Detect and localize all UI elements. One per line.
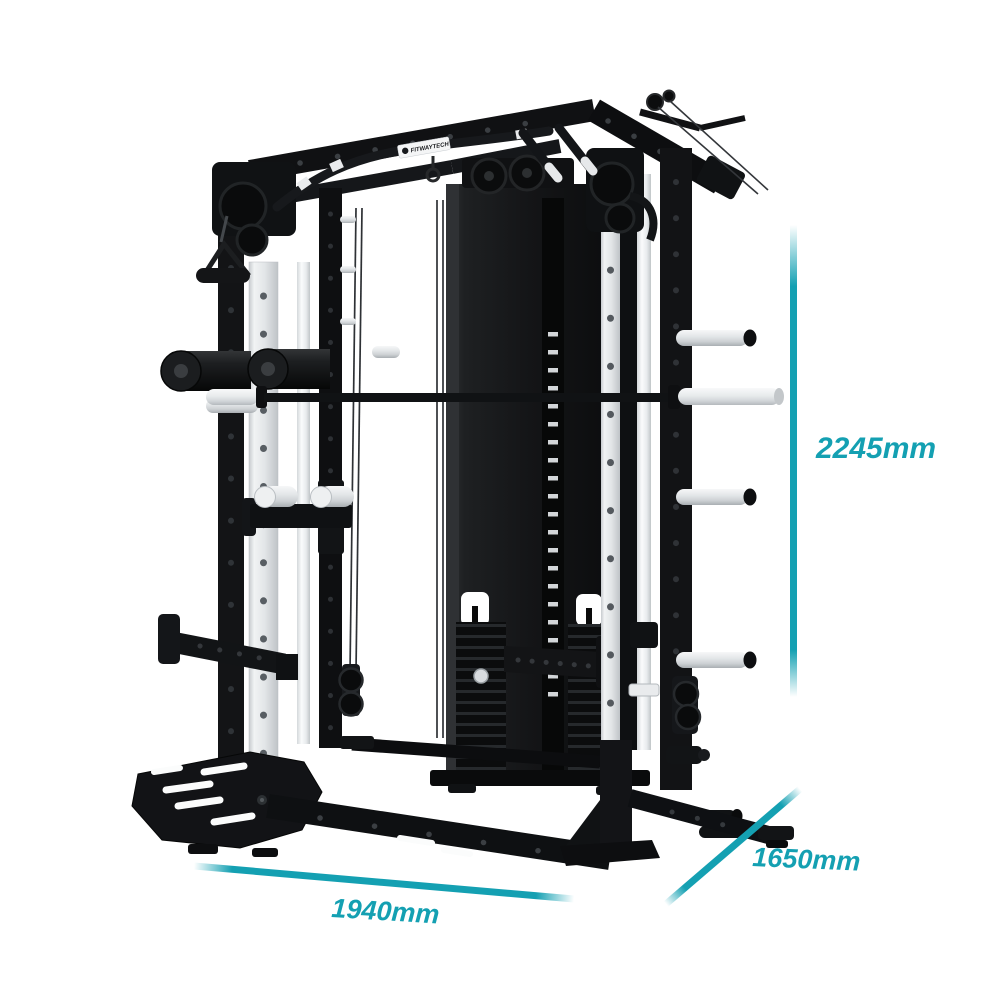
carabiner-ring — [425, 156, 441, 183]
adjustment-pin — [340, 216, 356, 223]
neutral-grip-handles — [518, 123, 598, 183]
depth-dimension-label: 1650mm — [752, 842, 861, 877]
right-top-pulley-assembly — [586, 148, 658, 242]
height-dimension-line — [790, 225, 797, 697]
beam-bolts — [297, 118, 543, 166]
smith-barbell — [206, 385, 784, 409]
trolley-pulleys — [470, 154, 546, 195]
machine-illustration: FITWAYTECH — [131, 89, 794, 870]
carabiner — [219, 215, 229, 243]
smith-rail-right — [637, 174, 651, 750]
adjustment-ladder — [542, 198, 564, 774]
roller-arm-attachment — [242, 480, 354, 554]
top-right-pulley-arm — [639, 89, 769, 195]
inner-peg — [372, 346, 400, 358]
spotter-arm — [158, 614, 298, 680]
left-upright — [158, 162, 400, 769]
left-pulley-stack — [338, 664, 364, 717]
top-frame — [248, 89, 769, 207]
brand-logo: FITWAYTECH — [397, 136, 451, 159]
plate-storage-pegs-right — [676, 329, 757, 669]
smith-rail-left — [297, 262, 310, 744]
height-dimension-label: 2245mm — [815, 432, 936, 465]
pullup-bar: FITWAYTECH — [272, 123, 598, 212]
width-dimension-label: 1940mm — [331, 893, 441, 930]
left-weight-stack — [456, 592, 506, 770]
brand-logo-icon — [402, 147, 409, 155]
left-top-pulley-assembly — [212, 162, 296, 257]
width-dimension-line — [193, 862, 575, 903]
depth-dimension-line — [663, 786, 803, 907]
right-upright — [586, 148, 757, 839]
leg-roller-pads — [160, 348, 330, 392]
foot-platform — [131, 751, 323, 857]
front-base-beam — [266, 794, 612, 870]
dimension-annotations: 2245mm 1650mm 1940mm — [193, 225, 936, 930]
cable — [657, 106, 759, 195]
right-pulley-carriage — [672, 676, 702, 734]
weight-pin — [473, 668, 489, 684]
stirrup-handle — [196, 239, 252, 283]
base-frame — [131, 736, 794, 870]
